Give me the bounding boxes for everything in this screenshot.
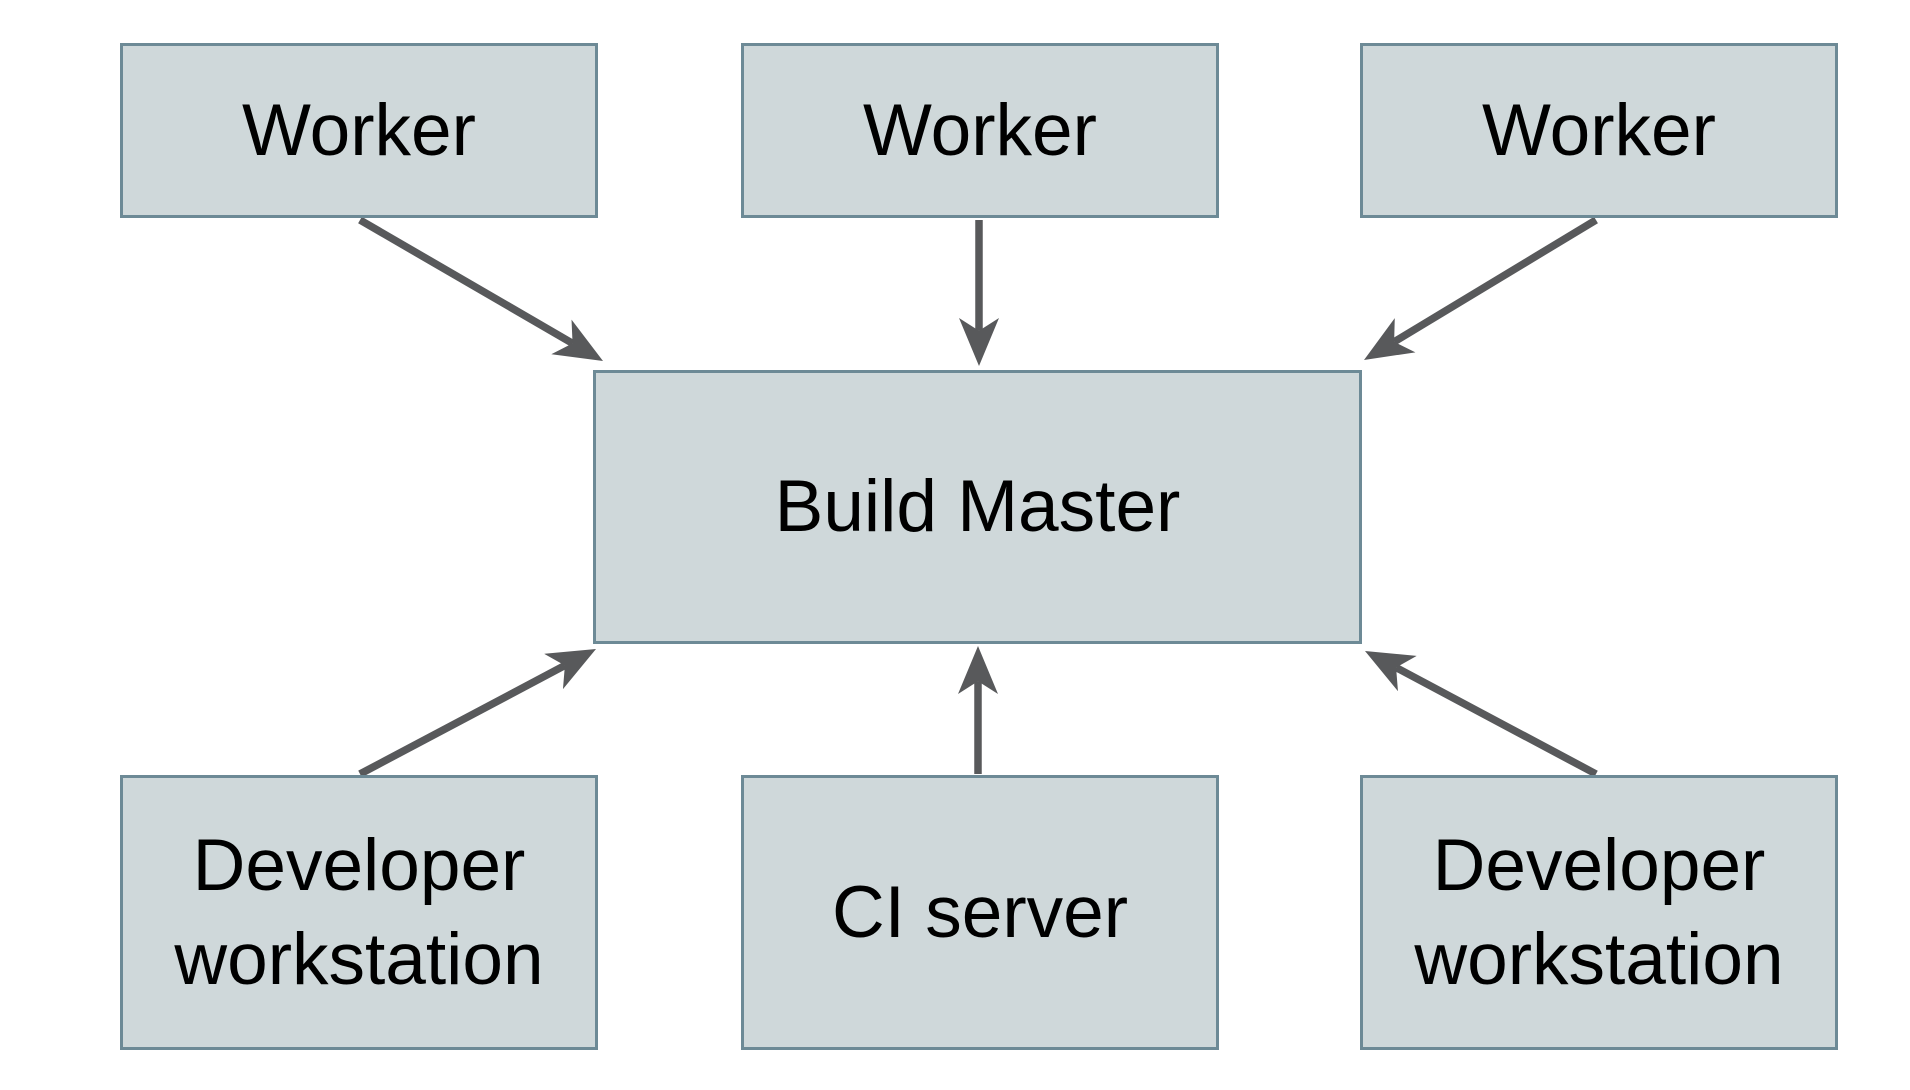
arrow-developer-workstation-left-to-build-master	[358, 649, 596, 778]
node-worker-middle: Worker	[741, 43, 1219, 218]
node-developer-workstation-left: Developer workstation	[120, 775, 598, 1050]
arrow-worker-right-to-build-master	[1364, 216, 1598, 360]
node-developer-workstation-right: Developer workstation	[1360, 775, 1838, 1050]
node-worker-left: Worker	[120, 43, 598, 218]
arrow-developer-workstation-right-to-build-master	[1364, 651, 1598, 778]
node-build-master: Build Master	[593, 370, 1362, 644]
node-worker-right: Worker	[1360, 43, 1838, 218]
node-ci-server: CI server	[741, 775, 1219, 1050]
arrow-worker-left-to-build-master	[358, 216, 603, 361]
